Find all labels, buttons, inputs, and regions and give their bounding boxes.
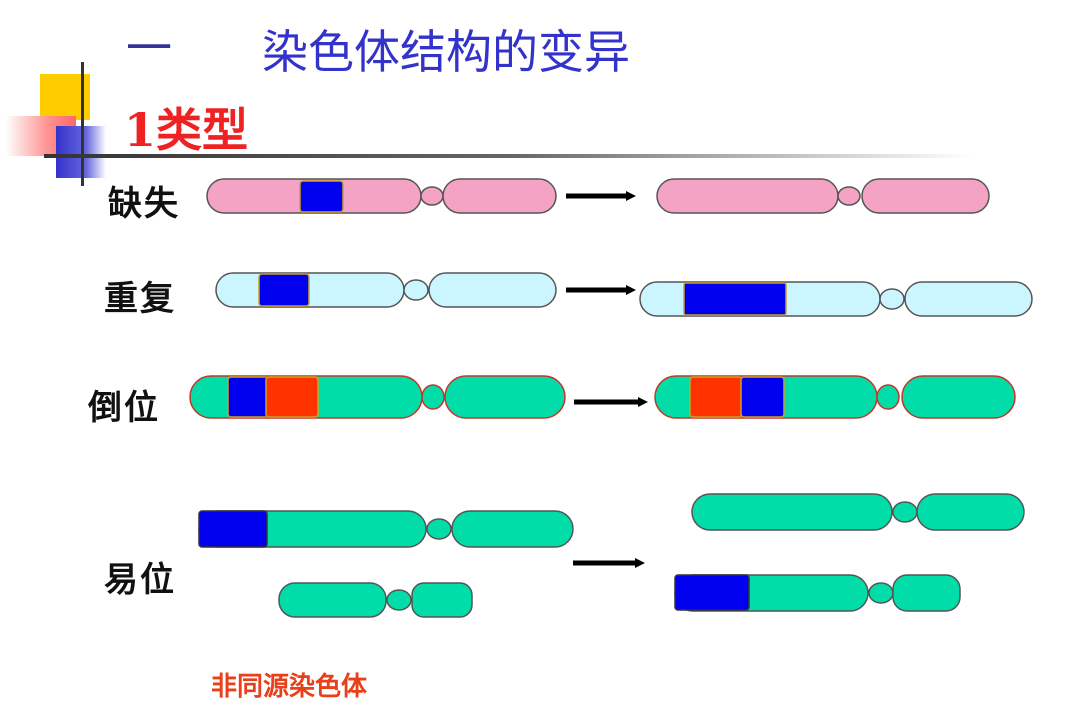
blue-segment: [258, 273, 310, 307]
centromere: [876, 384, 900, 410]
blue-segment: [227, 376, 269, 418]
inversion-after: [654, 375, 1016, 419]
heading-number: 一: [126, 21, 172, 75]
centromere: [892, 501, 918, 523]
duplication-before: [215, 272, 557, 308]
chromosome-short-arm: [442, 178, 557, 214]
blue-segment: [299, 180, 344, 213]
label-deletion: 缺失: [108, 184, 180, 224]
chromosome-long-arm: [278, 582, 387, 618]
chromosome-short-arm: [444, 375, 566, 419]
centromere: [420, 186, 444, 206]
caption-nonhomologous: 非同源染色体: [211, 672, 368, 702]
chromosome-short-arm: [451, 510, 574, 548]
chromosome-short-arm: [904, 281, 1033, 317]
translocation-after-chromosome-b: [674, 574, 961, 612]
page-title: 染色体结构的变异: [262, 25, 630, 79]
deletion-before: [206, 178, 557, 214]
centromere: [403, 279, 429, 301]
centromere: [426, 518, 452, 540]
chromosome-short-arm: [861, 178, 990, 214]
decor-horizontal-rule: [44, 154, 974, 158]
blue-segment: [740, 376, 785, 418]
chromosome-short-arm: [901, 375, 1016, 419]
duplication-after: [639, 281, 1033, 317]
translocation-after-chromosome-a: [691, 493, 1025, 531]
centromere: [386, 589, 412, 611]
translocation-before-chromosome-b: [278, 582, 473, 618]
blue-segment-duplicated: [683, 282, 787, 316]
centromere: [421, 384, 445, 410]
centromere: [868, 582, 894, 604]
chromosome-long-arm: [691, 493, 893, 531]
chromosome-short-arm: [428, 272, 557, 308]
deletion-after: [656, 178, 990, 214]
section-subheading: 1类型: [124, 103, 249, 157]
centromere: [879, 288, 905, 310]
inversion-before: [189, 375, 566, 419]
centromere: [837, 186, 861, 206]
decor-vertical-line: [81, 62, 84, 186]
blue-segment: [674, 574, 750, 611]
chromosome-long-arm: [215, 272, 405, 308]
chromosome-long-arm: [656, 178, 839, 214]
chromosome-short-arm: [916, 493, 1025, 531]
translocation-before-chromosome-a: [198, 510, 574, 548]
label-duplication: 重复: [104, 279, 176, 319]
red-segment: [689, 376, 743, 418]
chromosome-short-arm: [892, 574, 961, 612]
label-inversion: 倒位: [88, 388, 160, 428]
chromosome-short-arm: [411, 582, 473, 618]
red-segment: [265, 376, 319, 418]
blue-segment: [198, 510, 268, 548]
label-translocation: 易位: [104, 560, 176, 600]
